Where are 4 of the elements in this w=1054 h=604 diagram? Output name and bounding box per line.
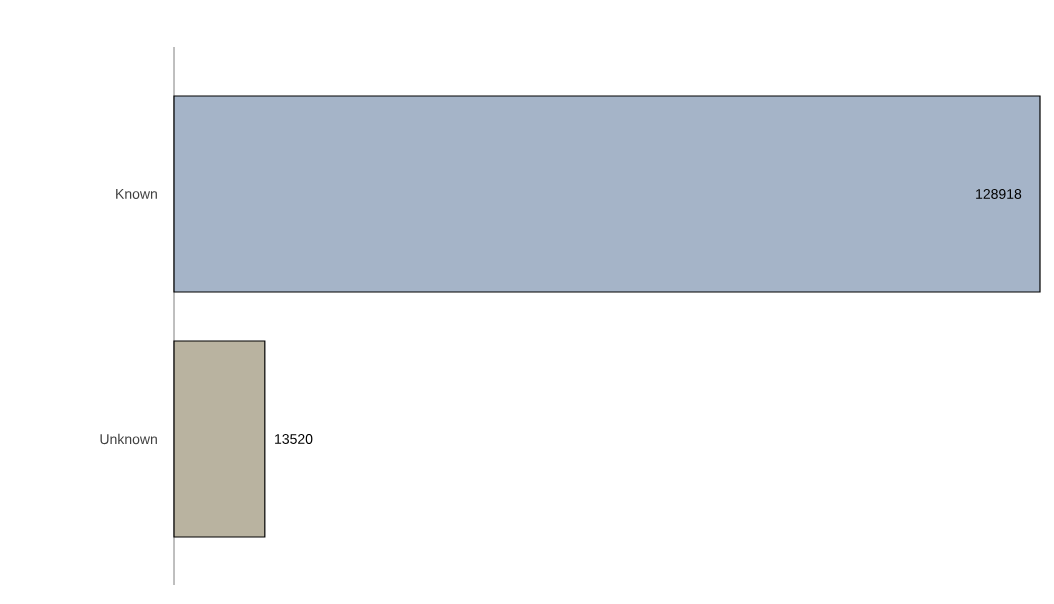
category-label: Known bbox=[116, 189, 157, 199]
value-label: 13520 bbox=[275, 434, 313, 444]
category-label: Unknown bbox=[100, 433, 157, 445]
value-label: 128918 bbox=[976, 189, 1022, 199]
